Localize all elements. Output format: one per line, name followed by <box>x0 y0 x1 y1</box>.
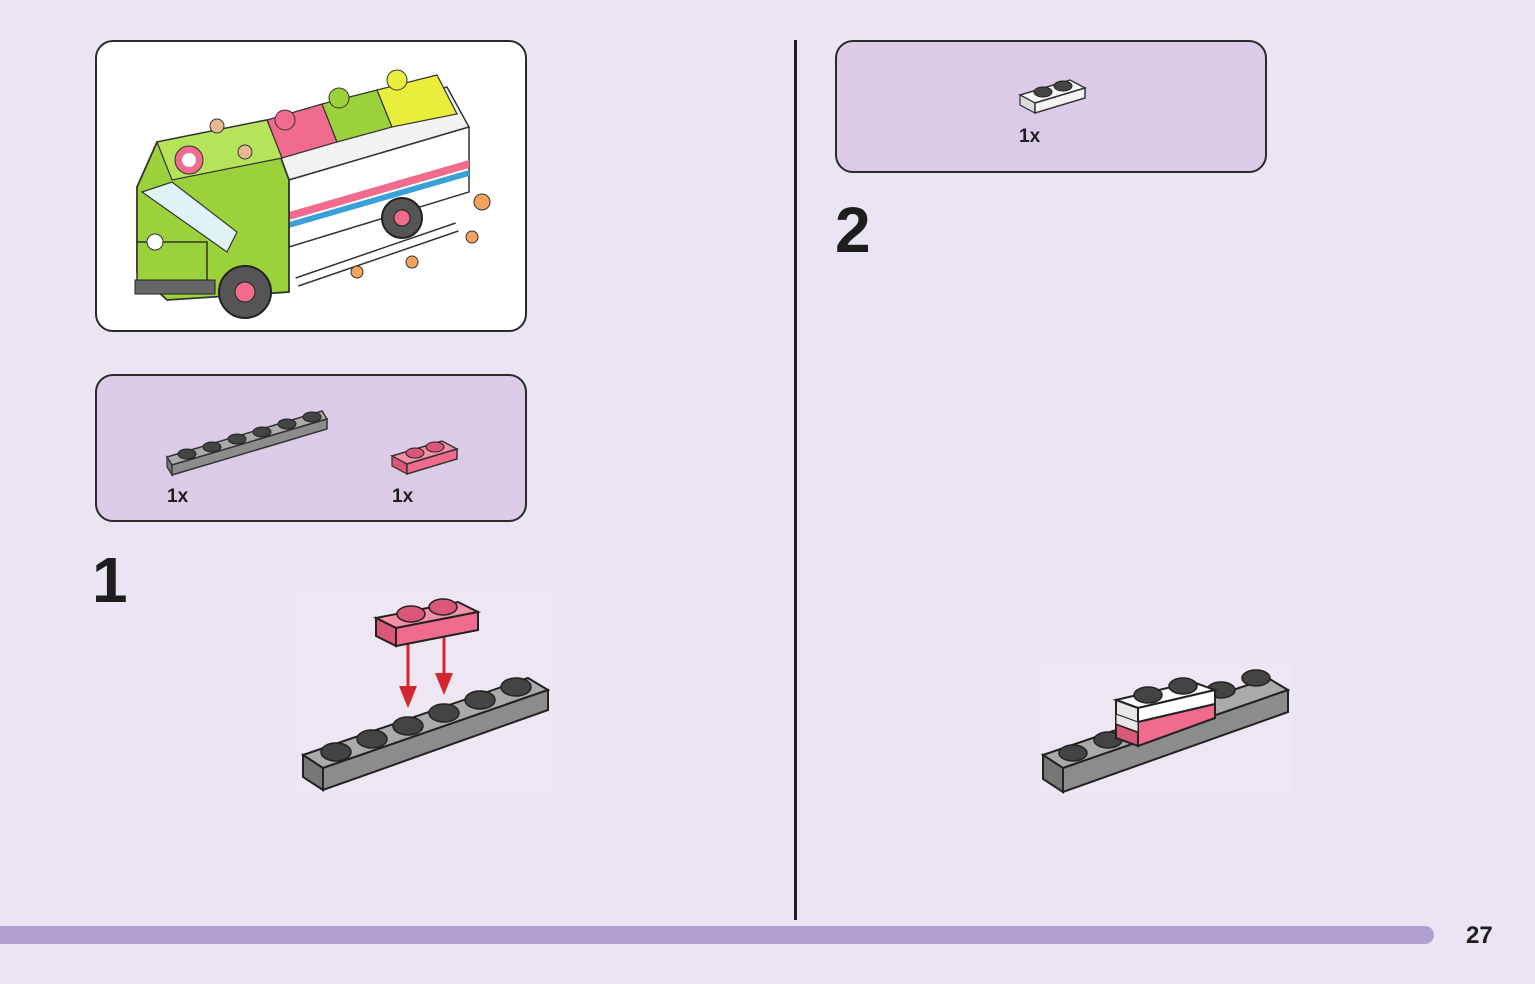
step-2-build-illustration <box>1038 660 1293 795</box>
page-divider <box>794 40 797 920</box>
part-quantity: 1x <box>1019 126 1041 147</box>
step-number: 1 <box>92 544 128 616</box>
footer-progress-bar <box>0 926 1434 944</box>
step-number: 2 <box>835 194 871 266</box>
pink-plate-1x2-icon <box>390 440 459 476</box>
model-preview-panel <box>95 40 527 332</box>
page-number: 27 <box>1466 922 1493 949</box>
recycling-truck-model-icon <box>134 69 491 319</box>
part-quantity: 1x <box>392 486 414 507</box>
step-2-parts-list: 1x <box>835 40 1267 173</box>
part-quantity: 1x <box>167 486 189 507</box>
white-plate-1x2-icon <box>1018 79 1087 115</box>
step-1-build-illustration <box>298 590 553 795</box>
step-1-parts-list: 1x 1x <box>95 374 527 522</box>
gray-plate-1x6-icon <box>165 410 329 478</box>
